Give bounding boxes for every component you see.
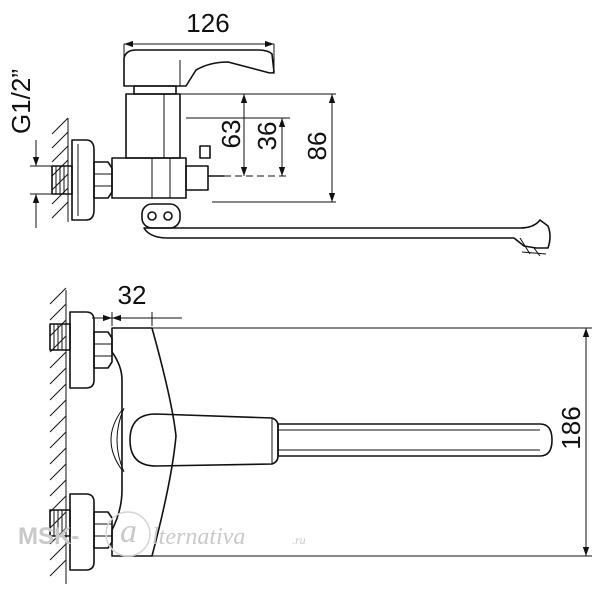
side-diverter: [141, 203, 181, 229]
side-lever: [123, 49, 275, 87]
front-view: 32 186: [49, 280, 592, 584]
front-body: [111, 327, 177, 557]
side-flange: [71, 139, 113, 221]
watermark-circle: [105, 511, 151, 557]
watermark-logo: MSK- a lternativa .ru: [18, 511, 306, 557]
side-body: [111, 85, 225, 199]
front-spout: [277, 423, 553, 457]
watermark-prefix: MSK-: [18, 523, 79, 550]
dim-thread-label: G1/2”: [6, 69, 36, 134]
dim-36-label: 36: [252, 122, 282, 151]
side-view: 126 G1/2” 63 36 86: [6, 8, 551, 257]
side-spout: [143, 219, 551, 249]
dim-126-label: 126: [186, 8, 229, 38]
watermark-suffix: lternativa: [152, 524, 245, 550]
dim-32-label: 32: [118, 280, 147, 310]
watermark-letter: a: [120, 513, 137, 550]
dim-186-label: 186: [556, 406, 586, 449]
dim-86-label: 86: [302, 132, 332, 161]
front-connection-top: [49, 311, 113, 389]
dim-63-label: 63: [216, 120, 246, 149]
watermark-domain: .ru: [292, 533, 306, 547]
front-lever: [129, 413, 279, 467]
